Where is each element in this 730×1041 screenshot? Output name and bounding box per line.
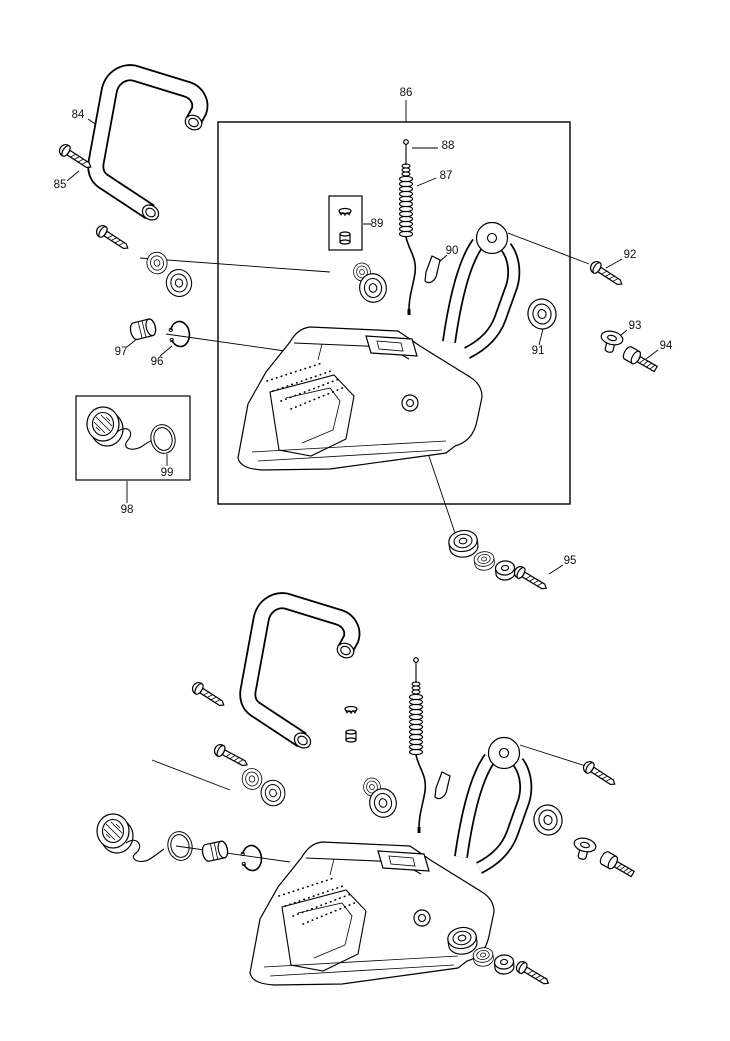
ring-99 bbox=[147, 421, 179, 457]
handle-damper-large bbox=[258, 777, 288, 809]
part-label-99: 99 bbox=[161, 467, 174, 479]
part-label-88: 88 bbox=[442, 140, 455, 152]
part-label-96: 96 bbox=[151, 356, 164, 368]
bottom-view bbox=[96, 601, 637, 989]
valve-cup bbox=[339, 231, 351, 245]
screw bbox=[211, 742, 251, 771]
bolt bbox=[597, 849, 637, 881]
top-view: 84 85 86 87 88 89 90 91 92 93 94 95 96 9… bbox=[54, 73, 673, 594]
circlip-96 bbox=[167, 319, 192, 349]
part-label-92: 92 bbox=[624, 249, 637, 261]
ring bbox=[164, 828, 196, 864]
fuel-cap bbox=[96, 813, 134, 854]
base-plug bbox=[494, 559, 517, 582]
assembly-frame-box bbox=[217, 121, 571, 505]
handle-damper-large bbox=[163, 266, 195, 300]
part-label-97: 97 bbox=[115, 346, 128, 358]
front-handle bbox=[248, 601, 356, 751]
screw-95 bbox=[511, 563, 550, 594]
grommet-91 bbox=[524, 295, 560, 333]
throttle-spring bbox=[408, 656, 427, 835]
fuel-cap bbox=[86, 406, 124, 447]
check-valve bbox=[344, 705, 358, 715]
part-label-93: 93 bbox=[629, 320, 642, 332]
lever-90 bbox=[424, 255, 441, 284]
part-label-84: 84 bbox=[72, 109, 85, 121]
screw-handle-lower bbox=[93, 222, 132, 254]
flanged-cap-93 bbox=[597, 328, 625, 356]
sleeve-97 bbox=[128, 317, 158, 342]
part-label-91: 91 bbox=[532, 345, 545, 357]
flanged-cap bbox=[570, 835, 598, 863]
part-label-94: 94 bbox=[660, 340, 673, 352]
throttle-spring-87-88 bbox=[398, 138, 417, 317]
part-label-95: 95 bbox=[564, 555, 577, 567]
grommet bbox=[530, 801, 566, 839]
part-label-87: 87 bbox=[440, 170, 453, 182]
valve-kit-box-89 bbox=[328, 195, 363, 251]
handle-damper-small bbox=[239, 766, 265, 792]
front-handle-84 bbox=[96, 73, 204, 223]
valve-cup bbox=[345, 729, 357, 743]
cap-tether-cord bbox=[125, 839, 165, 862]
screw-92 bbox=[587, 258, 626, 290]
base-damper-small bbox=[472, 550, 496, 572]
screw bbox=[189, 679, 228, 711]
fuel-cap-kit-box-98 bbox=[75, 395, 191, 481]
leader-lines-top bbox=[66, 100, 659, 575]
screw bbox=[513, 958, 552, 989]
part-label-86: 86 bbox=[400, 87, 413, 99]
sleeve bbox=[200, 839, 230, 863]
part-label-85: 85 bbox=[54, 179, 67, 191]
part-label-90: 90 bbox=[446, 245, 459, 257]
cap-tether-cord bbox=[116, 428, 152, 450]
screw bbox=[580, 758, 619, 790]
lever bbox=[434, 771, 451, 800]
bolt-94 bbox=[620, 344, 660, 376]
part-label-98: 98 bbox=[121, 504, 134, 516]
check-valve bbox=[338, 207, 352, 217]
base-plug bbox=[493, 953, 516, 976]
part-labels: 84 85 86 87 88 89 90 91 92 93 94 95 96 9… bbox=[54, 87, 673, 567]
tank-housing-86 bbox=[238, 223, 514, 471]
handle-damper-small bbox=[144, 249, 170, 277]
part-label-89: 89 bbox=[371, 218, 384, 230]
base-damper-large bbox=[446, 528, 480, 560]
